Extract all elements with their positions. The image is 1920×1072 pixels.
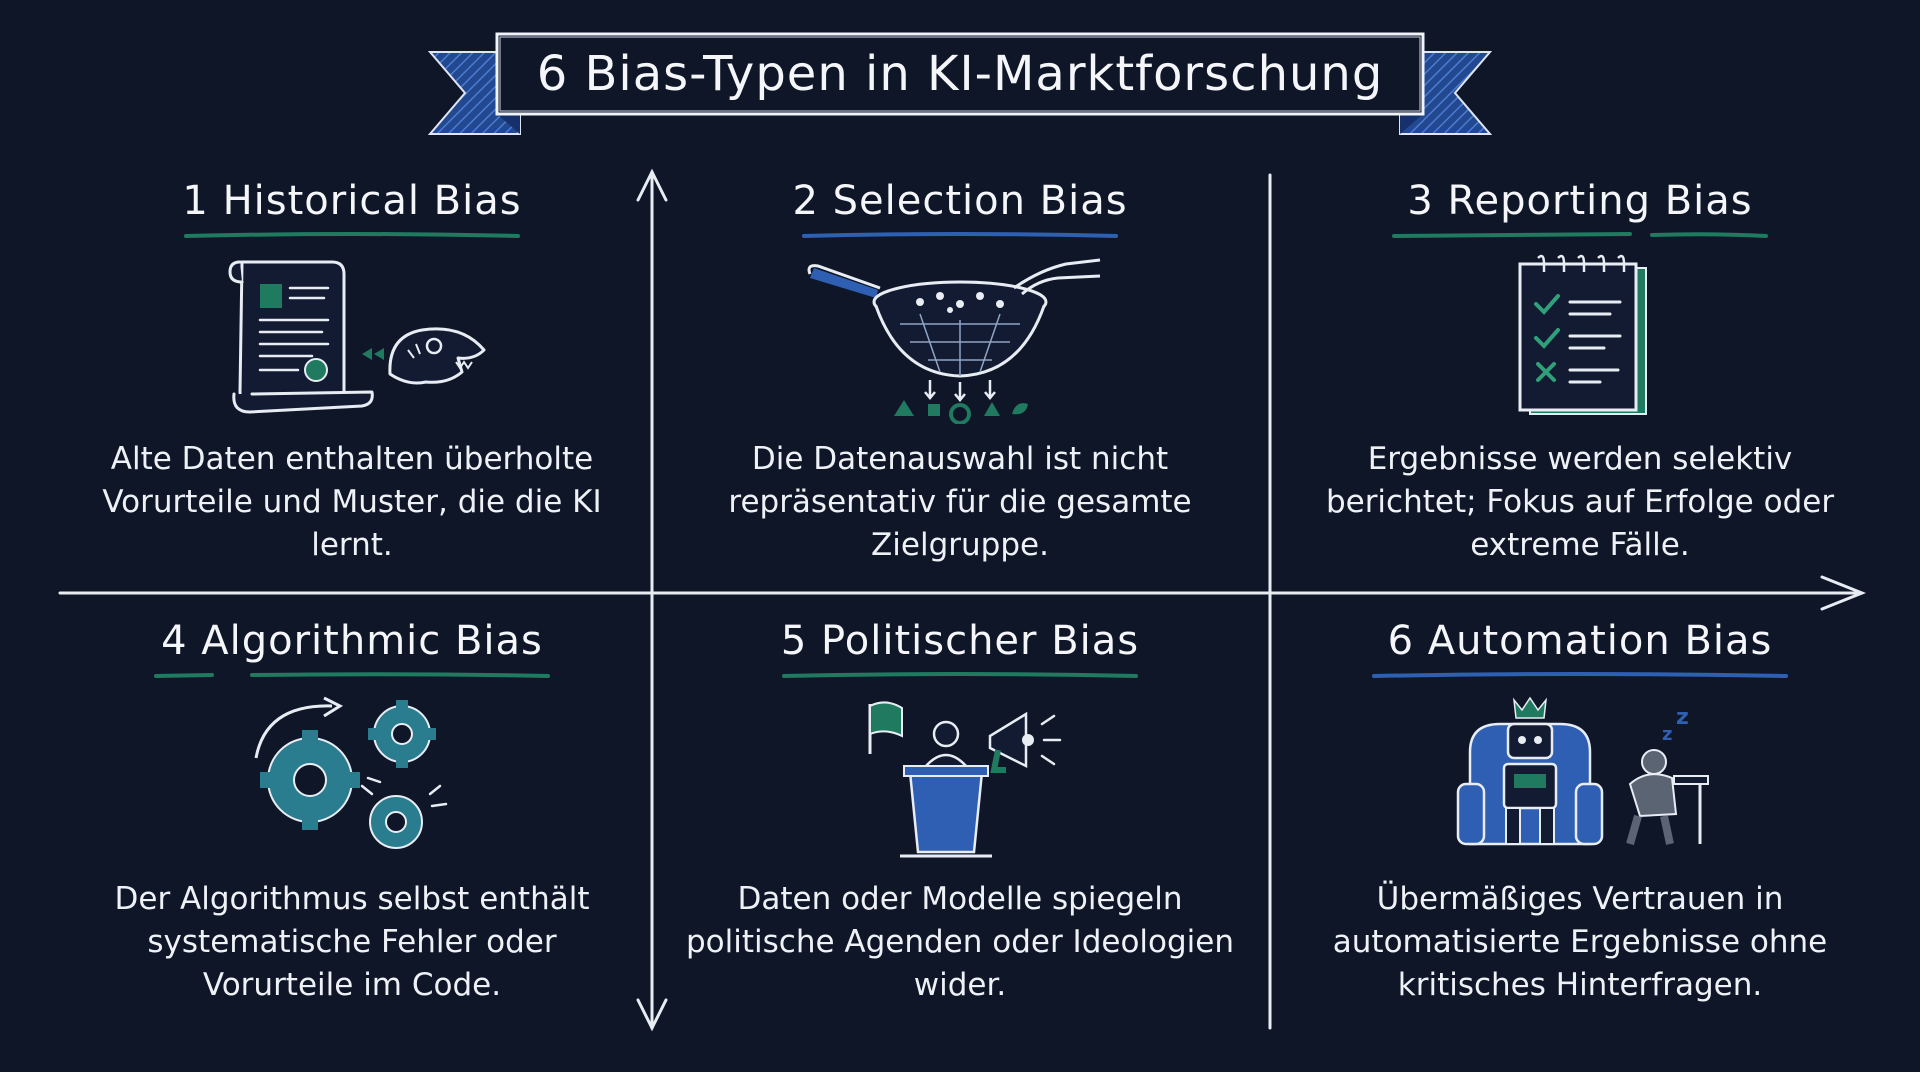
bias-card-historical: 1 Historical Bias bbox=[52, 178, 652, 567]
podium-megaphone-icon bbox=[868, 701, 1062, 858]
bias-heading: 6 Automation Bias bbox=[1387, 618, 1773, 664]
bias-card-selection: 2 Selection Bias bbox=[660, 178, 1260, 567]
bias-description: Übermäßiges Vertrauen in automatisierte … bbox=[1332, 881, 1828, 1003]
title-banner bbox=[427, 32, 1493, 135]
robot-throne-sleeping-person-icon: z z bbox=[1456, 696, 1709, 846]
bias-description: Alte Daten enthalten überholte Vorurteil… bbox=[102, 441, 602, 563]
bias-heading: 4 Algorithmic Bias bbox=[161, 618, 543, 664]
bias-heading: 5 Politischer Bias bbox=[780, 618, 1140, 664]
bias-card-algorithmic: 4 Algorithmic Bias bbox=[52, 618, 652, 1007]
checklist-notepad-icon bbox=[1518, 254, 1647, 415]
bias-heading: 3 Reporting Bias bbox=[1407, 178, 1753, 224]
heading-underline bbox=[184, 232, 520, 238]
heading-underline bbox=[1392, 232, 1768, 238]
svg-text:z: z bbox=[1662, 724, 1672, 745]
heading-underline bbox=[154, 672, 550, 678]
bias-heading: 2 Selection Bias bbox=[792, 178, 1128, 224]
heading-underline bbox=[1372, 672, 1788, 678]
bias-description: Der Algorithmus selbst enthält systemati… bbox=[114, 881, 590, 1003]
scroll-and-fossil-icon bbox=[228, 260, 486, 414]
heading-underline bbox=[782, 672, 1138, 678]
bias-heading: 1 Historical Bias bbox=[182, 178, 522, 224]
bias-card-reporting: 3 Reporting Bias Ergebnisse werden selek… bbox=[1280, 178, 1880, 567]
bias-description: Daten oder Modelle spiegeln politische A… bbox=[685, 881, 1235, 1003]
svg-text:z: z bbox=[1676, 705, 1689, 730]
bias-description: Ergebnisse werden selektiv berichtet; Fo… bbox=[1325, 441, 1835, 563]
bias-description: Die Datenauswahl ist nicht repräsentativ… bbox=[728, 441, 1192, 563]
heading-underline bbox=[802, 232, 1118, 238]
broken-gears-icon bbox=[254, 696, 448, 849]
page-title: 6 Bias-Typen in KI-Marktforschung bbox=[536, 46, 1384, 102]
bias-card-automation: 6 Automation Bias z z Übermäßiges Vertra… bbox=[1280, 618, 1880, 1007]
sieve-filter-icon bbox=[807, 258, 1101, 424]
bias-card-political: 5 Politischer Bias Daten oder Modelle sp… bbox=[660, 618, 1260, 1007]
